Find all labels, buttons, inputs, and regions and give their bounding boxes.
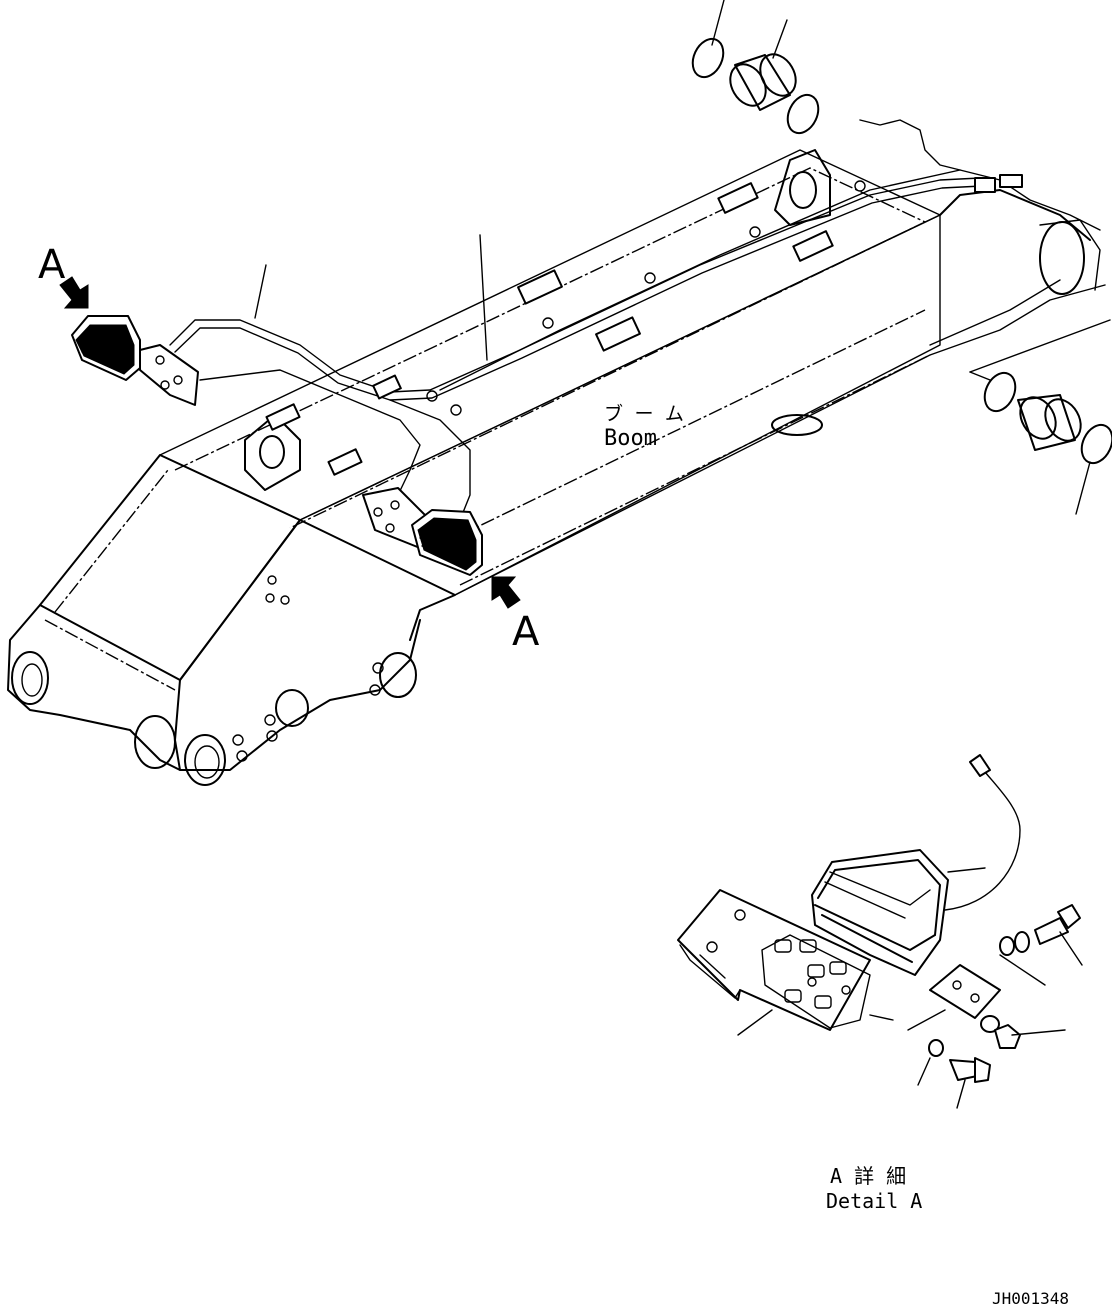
detail-a-view [677,754,1083,1109]
boom-body [7,149,1106,786]
wiring-harness [169,119,1101,521]
working-lamp-right [362,234,488,576]
boom-label-english: Boom [604,426,657,451]
view-arrow-right [491,576,521,609]
view-marker-right-label: A [512,609,540,655]
boom-label-japanese: ブ ー ム [604,402,684,425]
drawing-number: JH001348 [992,1289,1069,1308]
detail-label-english: Detail A [826,1189,922,1213]
detail-label-japanese: A 詳 細 [830,1164,906,1188]
view-arrow-left [59,276,89,309]
view-marker-left-label: A [38,242,66,288]
working-lamp-left [71,264,267,406]
top-pin-assembly [691,0,820,135]
right-pin-assembly [969,319,1112,515]
